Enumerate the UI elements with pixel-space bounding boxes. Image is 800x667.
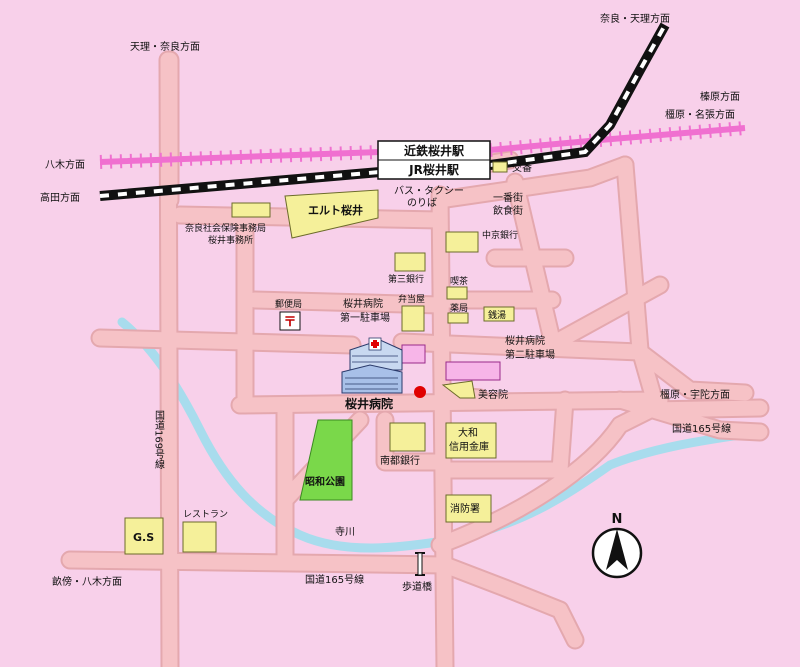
- direction-haibara: 榛原方面: [700, 90, 740, 103]
- kintetsu-station-label: 近鉄桜井駅: [404, 143, 465, 158]
- showa-park: [299, 419, 353, 501]
- label-parking1-1: 桜井病院: [343, 297, 383, 310]
- direction-nara-tenri: 奈良・天理方面: [600, 12, 670, 25]
- building-biyoin: [441, 380, 476, 399]
- direction-kashihara-uda: 橿原・宇陀方面: [660, 388, 730, 401]
- label-gs: G.S: [133, 531, 154, 544]
- label-yamato-2: 信用金庫: [449, 440, 489, 453]
- building-bento: [401, 305, 425, 332]
- label-yakkyoku: 薬局: [450, 302, 468, 314]
- road-route165-bottom: 国道165号線: [305, 573, 364, 586]
- building-eruto: [284, 189, 379, 239]
- building-restaurant: [182, 521, 217, 553]
- label-ichiban-2: 飲食街: [493, 204, 523, 217]
- label-ichiban-1: 一番街: [493, 191, 523, 204]
- label-footbridge: 歩道橋: [402, 580, 432, 593]
- building-daisan: [394, 252, 426, 272]
- building-shakai: [231, 202, 271, 218]
- label-parking2-2: 第二駐車場: [505, 348, 555, 361]
- label-sento: 銭湯: [488, 309, 506, 321]
- river: [117, 317, 765, 553]
- label-parking1-2: 第一駐車場: [340, 311, 390, 324]
- pink-buildings: [401, 344, 501, 381]
- label-shobosho: 消防署: [450, 502, 480, 515]
- direction-takada: 高田方面: [40, 191, 80, 204]
- building-shobosho: [445, 494, 492, 523]
- label-bento: 弁当屋: [398, 293, 425, 305]
- label-bus-taxi-2: のりば: [407, 197, 437, 209]
- hospital-building-icon: [341, 337, 403, 394]
- hospital-location-marker-icon: [414, 386, 426, 398]
- label-daisan: 第三銀行: [388, 273, 424, 285]
- label-hospital: 桜井病院: [345, 396, 393, 411]
- footbridge-icon: [415, 552, 425, 576]
- building-parking2: [445, 361, 501, 381]
- building-sento: [483, 306, 515, 322]
- building-yakkyoku: [447, 312, 469, 324]
- label-chukyo: 中京銀行: [482, 229, 518, 241]
- building-gs: [124, 517, 164, 555]
- label-restaurant: レストラン: [183, 509, 228, 520]
- north-arrow: N: [591, 512, 643, 579]
- label-shakai-1: 奈良社会保険事務局: [185, 222, 266, 234]
- north-arrow-icon: [606, 529, 628, 570]
- label-yamato-1: 大和: [458, 426, 478, 439]
- building-chukyo: [445, 231, 479, 253]
- jr-station-label: JR桜井駅: [408, 162, 460, 177]
- north-label: N: [612, 512, 623, 527]
- place-labels: バス・タクシー のりば 交番 一番街 飲食街 エルト桜井 奈良社会保険事務局 桜…: [133, 161, 555, 593]
- label-parking2-1: 桜井病院: [505, 334, 545, 347]
- jr-railway: [99, 22, 670, 201]
- post-office: 〒: [279, 311, 301, 331]
- label-river: 寺川: [335, 526, 355, 538]
- direction-labels: 奈良・天理方面 天理・奈良方面 榛原方面 橿原・名張方面 八木方面 高田方面 橿…: [40, 12, 740, 588]
- label-eruto: エルト桜井: [308, 203, 363, 217]
- road-labels: 国道169号線 国道165号線 国道165号線: [153, 410, 732, 586]
- label-yubin: 郵便局: [275, 298, 302, 310]
- label-showa-park: 昭和公園: [305, 475, 345, 488]
- label-kissa: 喫茶: [450, 275, 468, 287]
- direction-yagi: 八木方面: [45, 158, 85, 171]
- building-yamato: [445, 422, 497, 459]
- label-bus-taxi-1: バス・タクシー: [394, 185, 464, 197]
- label-biyoin: 美容院: [478, 388, 508, 401]
- road-route169: 国道169号線: [153, 410, 165, 469]
- label-nanto: 南都銀行: [380, 454, 420, 467]
- building-koban: [492, 161, 508, 173]
- road-route165-right: 国道165号線: [672, 422, 731, 435]
- station-box: 近鉄桜井駅 JR桜井駅: [377, 140, 491, 180]
- building-kissa: [446, 286, 468, 300]
- buildings: [124, 161, 515, 555]
- building-hospital-annex: [401, 344, 426, 364]
- direction-tenri-nara: 天理・奈良方面: [130, 40, 200, 53]
- label-koban: 交番: [512, 161, 532, 174]
- label-shakai-2: 桜井事務所: [208, 234, 253, 246]
- direction-unebi-yagi: 畝傍・八木方面: [52, 575, 122, 588]
- post-office-mark-icon: 〒: [283, 315, 296, 330]
- building-nanto: [389, 422, 426, 452]
- direction-kashihara-nabari: 橿原・名張方面: [665, 108, 735, 121]
